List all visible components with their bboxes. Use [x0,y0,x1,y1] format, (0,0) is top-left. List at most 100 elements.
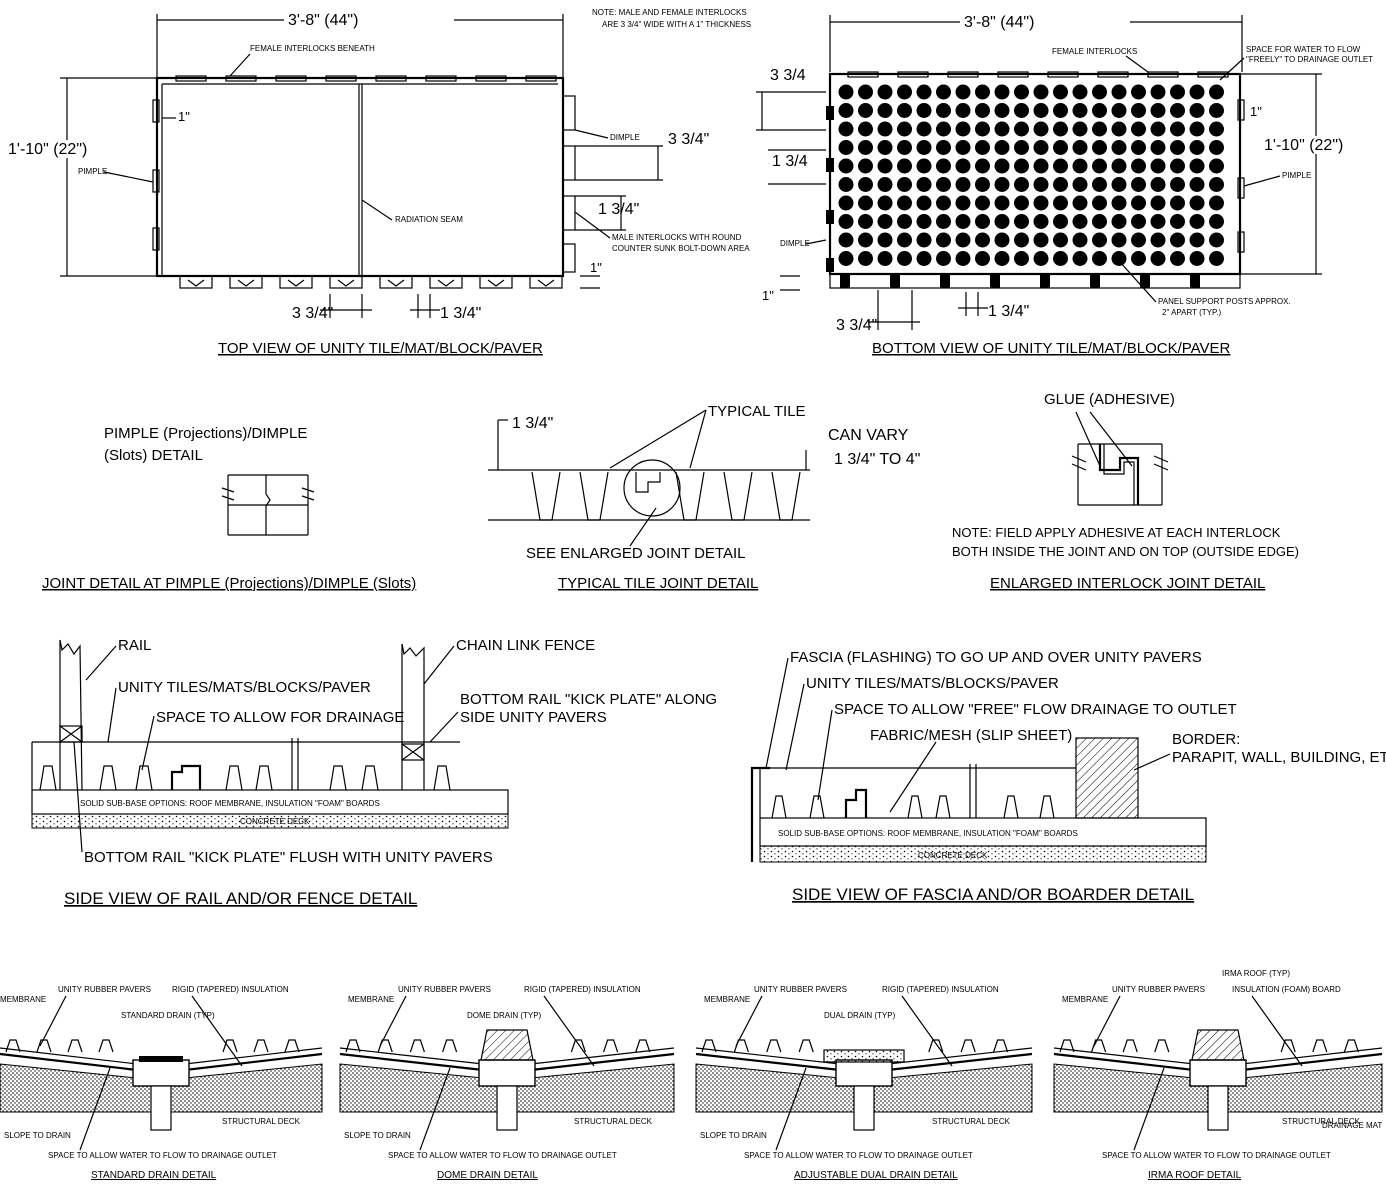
support-post [1092,121,1107,137]
support-post [1131,177,1146,192]
support-post [1092,84,1107,100]
glue-label: GLUE (ADHESIVE) [1044,391,1175,408]
drain-pipe [853,1085,875,1131]
bottom-dimple-label: DIMPLE [780,239,810,248]
paver-ridge [570,1039,586,1053]
support-post [975,232,990,248]
paver-ridge [442,1039,458,1053]
drain-insulation-label: RIGID (TAPERED) INSULATION [524,985,641,994]
support-post [1209,232,1224,248]
support-post [1053,214,1068,229]
support-post [1189,158,1205,174]
support-post [838,121,854,137]
interlock-note-1: NOTE: FIELD APPLY ADHESIVE AT EACH INTER… [952,525,1281,540]
support-post [1033,140,1049,155]
paver-ridge [1280,1039,1296,1053]
joint-detail: PIMPLE (Projections)/DIMPLE (Slots) DETA… [42,425,416,592]
support-post [877,195,893,211]
support-post [1111,232,1127,248]
support-post [897,195,912,211]
support-post [838,84,854,100]
support-post [936,140,951,155]
paver-ridge [409,1039,425,1053]
support-post [1053,232,1068,248]
support-post [1150,251,1166,266]
support-post [994,232,1010,248]
support-post [1189,103,1205,118]
drain-membrane-label: MEMBRANE [704,995,750,1004]
support-post [1092,251,1107,266]
drain-pipe [150,1085,172,1131]
can-vary-1: CAN VARY [828,427,909,444]
support-post [1092,214,1107,229]
interlock-note-2: BOTH INSIDE THE JOINT AND ON TOP (OUTSID… [952,544,1299,559]
support-post [1170,121,1185,137]
support-post [1033,214,1049,229]
joint-label-2: (Slots) DETAIL [104,447,203,464]
drain-deck-label: STRUCTURAL DECK [574,1117,653,1126]
typical-tile-label: TYPICAL TILE [708,403,806,420]
top-dimple-label: DIMPLE [610,133,640,142]
support-post [1111,84,1127,100]
bottom-space-label-1: SPACE FOR WATER TO FLOW [1246,45,1361,54]
top-note-line1: NOTE: MALE AND FEMALE INTERLOCKS [592,8,747,17]
paver-ridge [98,1039,114,1053]
support-post [975,251,990,266]
bottom-female-interlocks [847,71,1229,78]
support-post [936,121,951,137]
paver-ridge [1312,1039,1328,1053]
top-radiation-seam: RADIATION SEAM [395,215,463,224]
support-post [1189,140,1205,155]
support-post [1189,121,1205,137]
drain-body [835,1059,893,1087]
support-post [1150,103,1166,118]
support-post [858,84,873,100]
typical-tile-detail: 1 3/4" TYPICAL TILE CAN VARY 1 3/4" TO 4… [488,403,920,592]
support-post [1170,84,1185,100]
drain-pipe [496,1085,518,1131]
support-post [1131,251,1146,266]
chain-link-label: CHAIN LINK FENCE [456,637,595,654]
paver-ridge [635,1039,651,1053]
drain-space-label: SPACE TO ALLOW WATER TO FLOW TO DRAINAGE… [388,1151,617,1160]
paver-ridge [284,1039,300,1053]
support-post [1131,232,1146,248]
support-post [838,177,854,192]
support-post [1014,214,1029,229]
support-post [936,232,951,248]
support-post [877,251,893,266]
support-post [1150,214,1166,229]
support-post [955,177,971,192]
bottom-one-inch-right: 1" [1250,104,1262,119]
support-post [1209,84,1224,100]
support-post [1014,103,1029,118]
support-post [1209,140,1224,155]
support-post [1053,251,1068,266]
paver-ridge [1343,1039,1359,1053]
support-post [1209,158,1224,174]
bottom-dim-1-3-4-bottom: 1 3/4" [988,303,1029,320]
support-post [1209,121,1224,137]
support-post [1150,140,1166,155]
support-post [838,103,854,118]
drain-space-label: SPACE TO ALLOW WATER TO FLOW TO DRAINAGE… [1102,1151,1331,1160]
support-post [1131,140,1146,155]
support-post [1150,158,1166,174]
paver-ridge [1091,1039,1107,1053]
support-post [838,251,854,266]
drain-title: ADJUSTABLE DUAL DRAIN DETAIL [794,1170,958,1181]
dome-strainer [1191,1029,1245,1061]
support-post [897,84,912,100]
support-post [916,177,932,192]
drain-insulation-label: INSULATION (FOAM) BOARD [1232,985,1341,994]
fascia-concrete: CONCRETE DECK [918,851,988,860]
top-dim-3-3-4-bottom: 3 3/4" [292,305,333,322]
paver-ridge [798,1039,814,1053]
support-post [916,195,932,211]
top-male-interlocks-bottom [179,275,563,289]
bottom-edge-posts [840,274,1200,288]
rail-flush-label: BOTTOM RAIL "KICK PLATE" FLUSH WITH UNIT… [84,849,493,866]
support-post [1170,214,1185,229]
support-post [1092,158,1107,174]
